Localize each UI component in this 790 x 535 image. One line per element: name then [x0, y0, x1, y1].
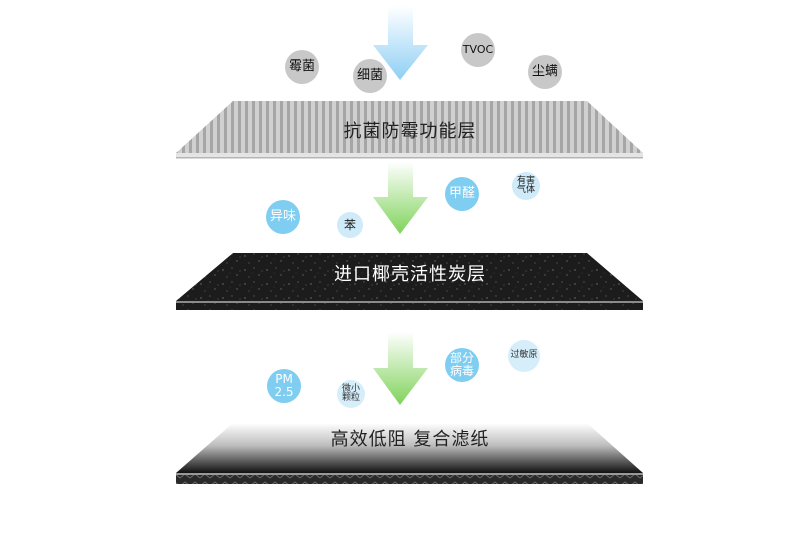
pollutant-bubble-bacteria: 细菌 — [353, 59, 387, 93]
pollutant-bubble-virus: 部分 病毒 — [445, 348, 479, 382]
airflow-arrow-top — [373, 6, 428, 80]
airflow-arrow-bottom — [373, 332, 428, 405]
pollutant-bubble-fine-particles: 微小 颗粒 — [337, 380, 365, 408]
antibacterial-layer — [176, 101, 643, 159]
pollutant-bubble-formaldehyde: 甲醛 — [445, 177, 479, 211]
pollutant-bubble-tvoc: TVOC — [461, 33, 495, 67]
pollutant-bubble-mold: 霉菌 — [285, 50, 319, 84]
composite-filter-paper-layer — [176, 423, 643, 484]
layer-label-filter-paper: 高效低阻 复合滤纸 — [330, 429, 490, 450]
pollutant-bubble-harmful-gas: 有害 气体 — [512, 172, 540, 200]
layer-label-activated-carbon: 进口椰壳活性炭层 — [334, 264, 486, 285]
layer-label-antibacterial: 抗菌防霉功能层 — [343, 121, 477, 142]
pollutant-bubble-odor: 异味 — [266, 200, 300, 234]
pollutant-bubble-benzene: 苯 — [337, 212, 363, 238]
pollutant-bubble-allergen: 过敏原 — [508, 340, 540, 372]
pollutant-bubble-dust-mite: 尘螨 — [528, 55, 562, 89]
activated-carbon-layer — [176, 253, 643, 310]
airflow-arrow-middle — [373, 162, 428, 234]
pollutant-bubble-pm25: PM 2.5 — [267, 369, 301, 403]
